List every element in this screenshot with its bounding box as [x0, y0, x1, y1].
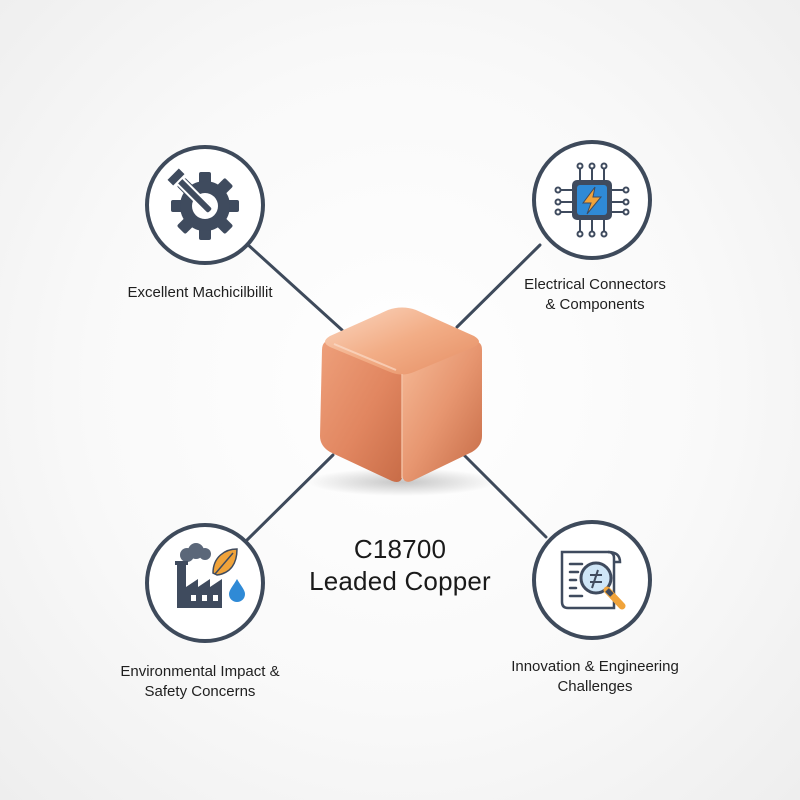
label-line: Electrical Connectors	[524, 276, 666, 293]
copper-cube	[307, 307, 497, 496]
title-line-name: Leaded Copper	[309, 566, 491, 596]
node-innovation	[532, 520, 652, 640]
document-magnifier-icon	[560, 550, 626, 610]
label-innovation: Innovation & Engineering Challenges	[495, 657, 695, 697]
cube-right-face	[402, 341, 482, 482]
magnifier-icon	[579, 561, 626, 610]
connector-lines	[242, 241, 548, 545]
label-line: Safety Concerns	[144, 683, 256, 700]
gear-wrench-icon	[164, 165, 239, 240]
factory-leaf-icon	[175, 543, 245, 608]
label-line: Environmental Impact &	[120, 663, 280, 680]
connector-top-left	[244, 241, 344, 332]
diagram-title: C18700 Leaded Copper	[250, 533, 550, 597]
lightning-bolt-icon	[582, 186, 603, 215]
cube-left-face	[320, 340, 402, 482]
label-machinability: Excellent Machicilbillit	[100, 283, 300, 303]
water-drop-icon	[229, 579, 245, 602]
label-line: Innovation & Engineering	[511, 658, 679, 675]
connector-bottom-left	[242, 453, 335, 545]
node-environment	[145, 523, 265, 643]
label-line: Excellent Machicilbillit	[127, 284, 273, 301]
node-electrical	[532, 140, 652, 260]
connector-top-right	[455, 243, 542, 329]
label-line: & Components	[545, 296, 645, 313]
cube-top-face	[325, 307, 479, 375]
label-line: Challenges	[557, 678, 633, 695]
label-environment: Environmental Impact & Safety Concerns	[100, 662, 300, 702]
circuit-chip-icon	[554, 162, 630, 238]
connector-bottom-right	[460, 451, 548, 539]
label-electrical: Electrical Connectors & Components	[500, 275, 690, 315]
node-machinability	[145, 145, 265, 265]
title-line-code: C18700	[353, 534, 447, 564]
